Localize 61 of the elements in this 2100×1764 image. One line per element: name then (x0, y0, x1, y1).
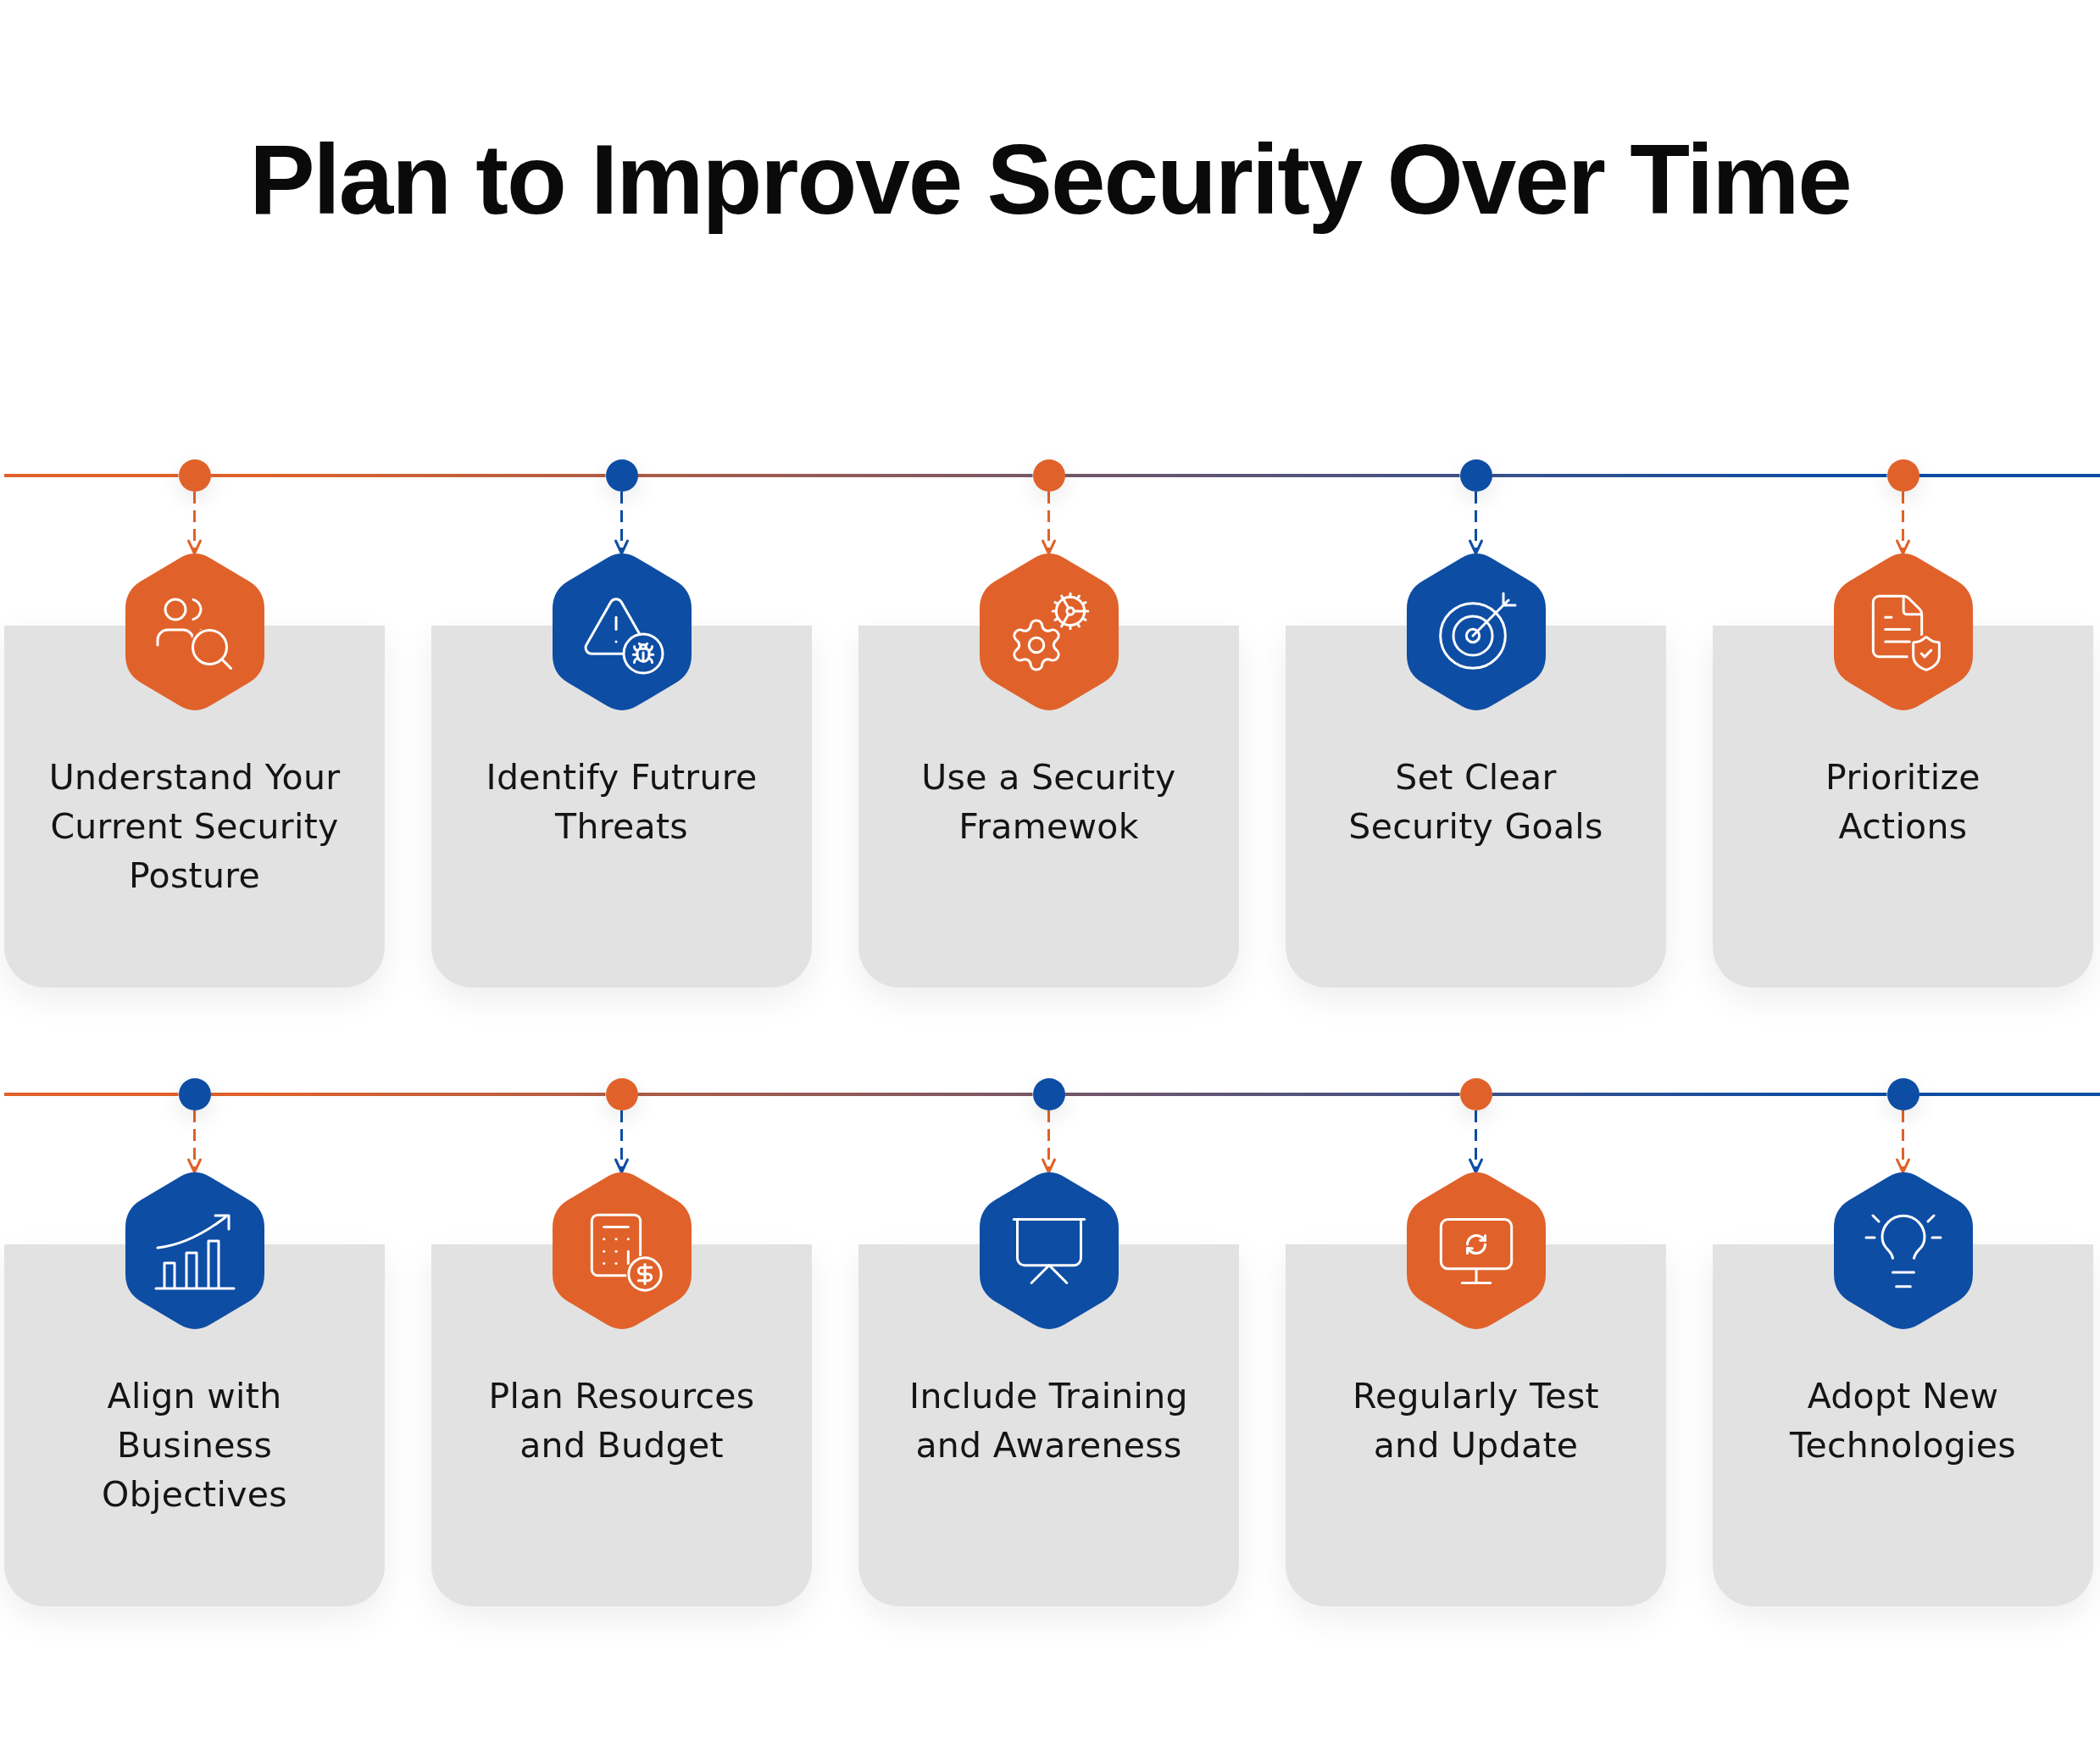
dashed-arrow (614, 492, 629, 555)
timeline-dot (1032, 459, 1065, 492)
timeline-line (4, 474, 179, 477)
step-label: Understand Your Current Security Posture (47, 756, 342, 898)
step-label: Include Training and Awareness (908, 1375, 1189, 1467)
timeline-line (1492, 1093, 1887, 1096)
timeline-dot (178, 459, 211, 492)
dashed-arrow (1896, 492, 1910, 555)
timeline-line (637, 474, 1033, 477)
dashed-arrow (1469, 1110, 1483, 1174)
timeline-line (1064, 474, 1460, 477)
page-title: Plan to Improve Security Over Time (249, 124, 1851, 236)
step-label: Adopt New Technologies (1789, 1375, 2017, 1467)
dashed-arrow (1042, 492, 1056, 555)
timeline-dot (1886, 1078, 1919, 1110)
step-card (1286, 1244, 1666, 1606)
timeline-dot (1459, 459, 1492, 492)
timeline-dot (1032, 1078, 1065, 1110)
step-label: Identify Futrure Threats (485, 756, 758, 849)
step-card (858, 626, 1239, 988)
timeline-line (1919, 1093, 2100, 1096)
step-label: Prioritize Actions (1825, 756, 1981, 849)
step-label: Plan Resources and Budget (487, 1375, 756, 1467)
timeline-line (210, 1093, 606, 1096)
step-label: Regularly Test and Update (1352, 1375, 1600, 1467)
timeline-line (4, 1093, 179, 1096)
timeline-line (1064, 1093, 1460, 1096)
step-label: Set Clear Security Goals (1347, 756, 1604, 849)
timeline-dot (605, 1078, 638, 1110)
timeline-line (637, 1093, 1033, 1096)
timeline-dot (605, 459, 638, 492)
timeline-dot (1886, 459, 1919, 492)
step-card (431, 626, 812, 988)
hexagon-tile (1406, 554, 1546, 710)
step-card (858, 1244, 1239, 1606)
hexagon-tile (125, 554, 264, 710)
dashed-arrow (1042, 1110, 1056, 1174)
hexagon-tile (1833, 1172, 1973, 1329)
hexagon-tile (1406, 1172, 1546, 1329)
step-label: Use a Security Framewok (920, 756, 1177, 849)
dashed-arrow (1469, 492, 1483, 555)
timeline-dot (178, 1078, 211, 1110)
dashed-arrow (614, 1110, 629, 1174)
step-card (4, 1244, 385, 1606)
step-card (1713, 626, 2093, 988)
timeline-line (1492, 474, 1887, 477)
dashed-arrow (187, 492, 202, 555)
step-card (4, 626, 385, 988)
timeline-line (1919, 474, 2100, 477)
dashed-arrow (1896, 1110, 1910, 1174)
dashed-arrow (187, 1110, 202, 1174)
hexagon-tile (979, 1172, 1119, 1329)
timeline-dot (1459, 1078, 1492, 1110)
timeline-line (210, 474, 606, 477)
step-card (1286, 626, 1666, 988)
step-card (1713, 1244, 2093, 1606)
step-card (431, 1244, 812, 1606)
hexagon-tile (552, 554, 692, 710)
hexagon-tile (979, 554, 1119, 710)
hexagon-tile (125, 1172, 264, 1329)
step-label: Align with Business Objectives (101, 1375, 288, 1516)
